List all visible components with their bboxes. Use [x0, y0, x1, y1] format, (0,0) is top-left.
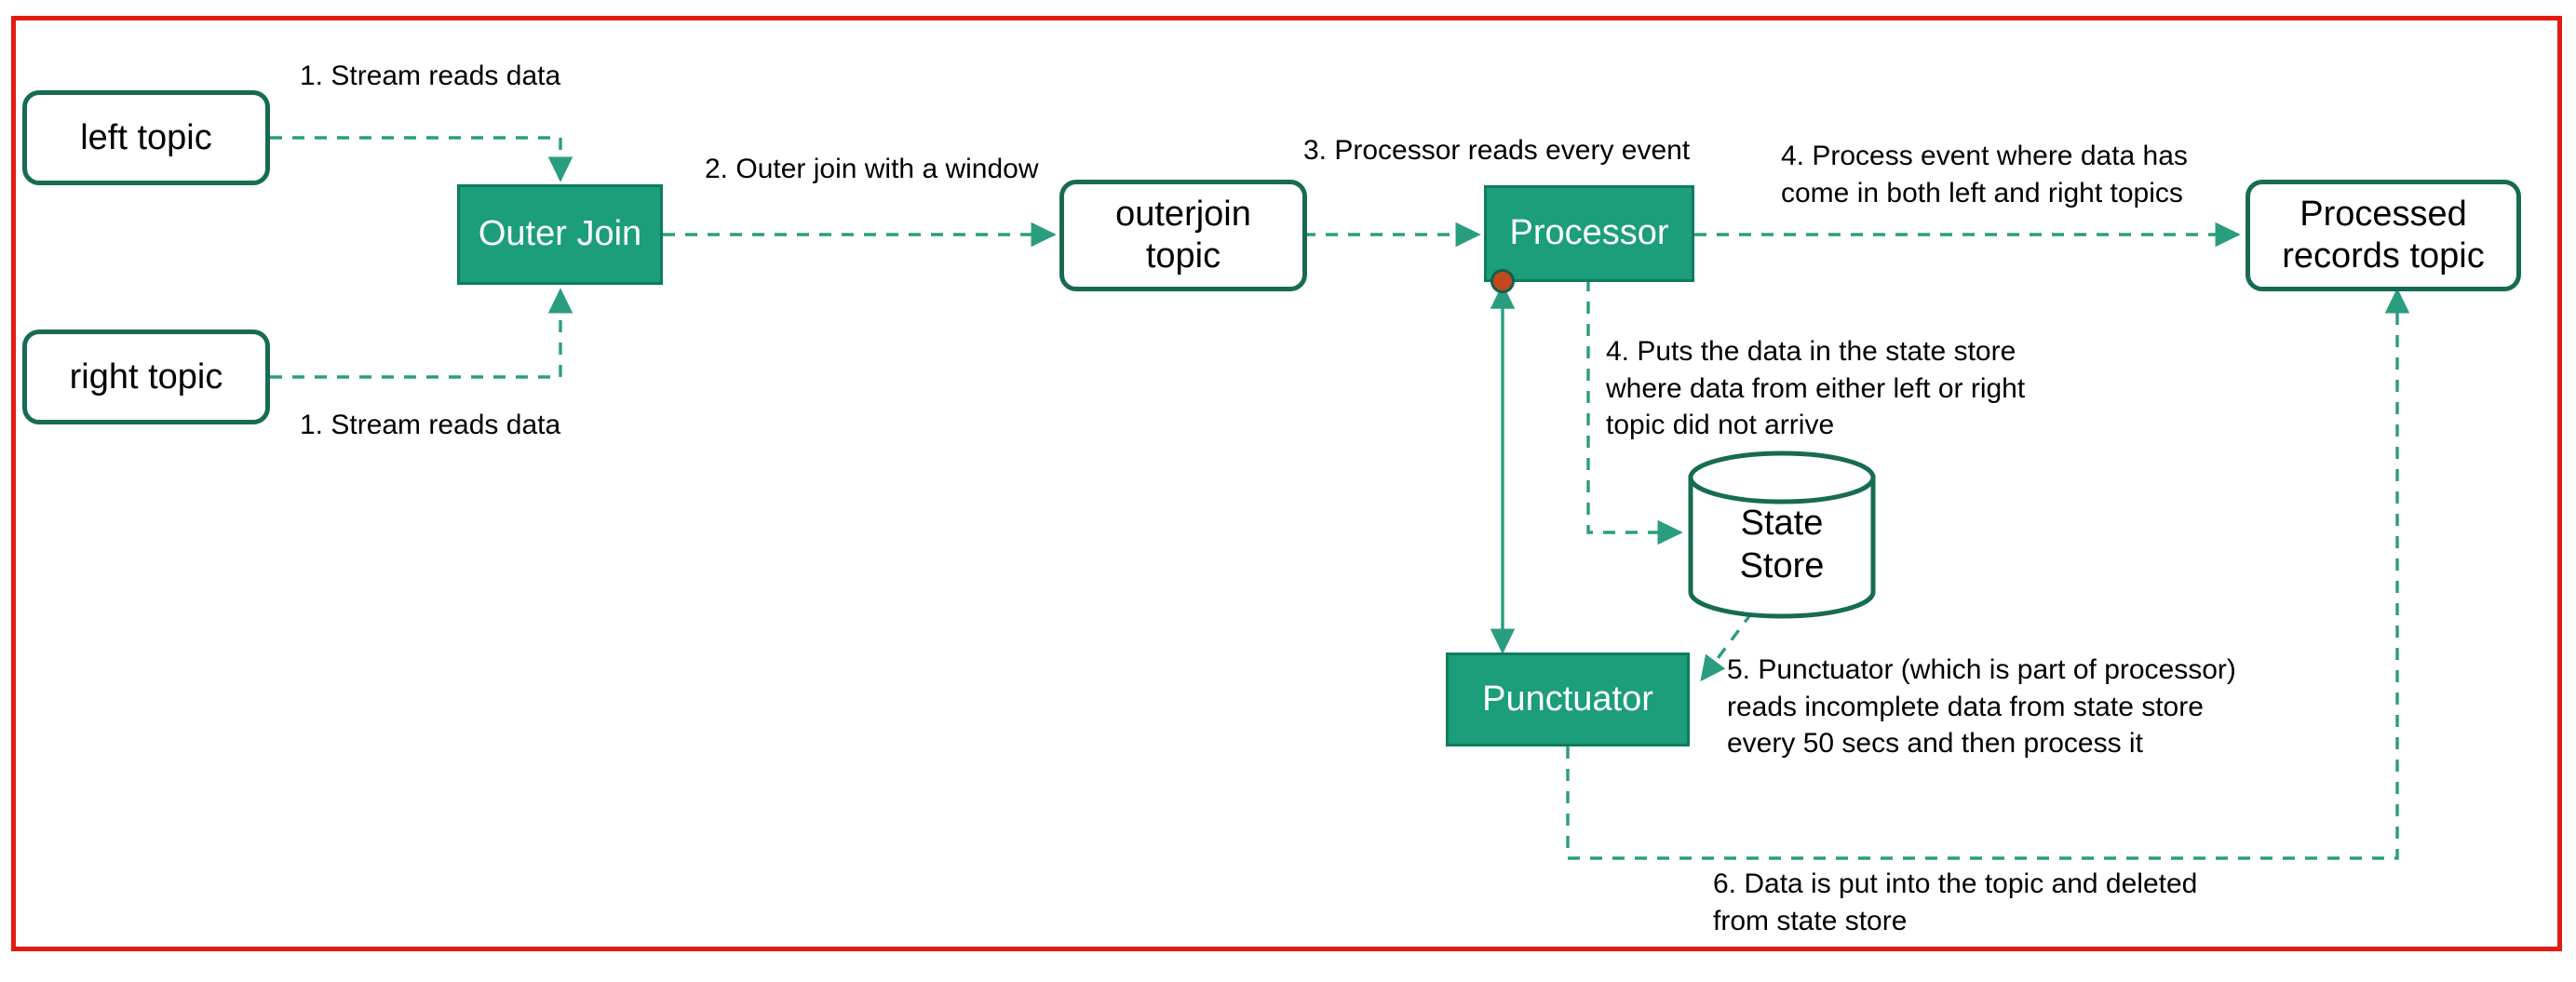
edge-processor-to-state-store [1586, 279, 1683, 545]
annotation-step5: 5. Punctuator (which is part of processo… [1727, 654, 2236, 760]
node-state-store[interactable]: State Store [1691, 453, 1873, 616]
edge-punctuator-to-processed-records-topic [1566, 288, 2410, 860]
annotation-step4-process: 4. Process event where data has come in … [1781, 141, 2188, 209]
edge-right-topic-to-outer-join [270, 288, 573, 379]
node-processed-records-topic[interactable]: Processed records topic [2246, 180, 2521, 291]
edge-left-topic-to-outer-join [270, 136, 573, 182]
state-store-cylinder-shape [1688, 451, 1876, 619]
node-right-topic[interactable]: right topic [22, 330, 270, 424]
node-outerjoin-topic[interactable]: outerjoin topic [1059, 180, 1307, 291]
node-outer-join[interactable]: Outer Join [457, 184, 663, 285]
state-store-label: State Store [1739, 503, 1825, 585]
edge-state-store-to-punctuator [1700, 611, 1754, 682]
processed-records-topic-label: Processed records topic [2282, 195, 2485, 276]
annotation-step2: 2. Outer join with a window [705, 154, 1039, 184]
processor-punctuator-connector-dot [1490, 269, 1515, 293]
annotation-step3: 3. Processor reads every event [1303, 135, 1691, 166]
left-topic-label: left topic [80, 117, 212, 157]
punctuator-label: Punctuator [1482, 679, 1653, 719]
node-processor[interactable]: Processor [1484, 185, 1694, 282]
outer-join-label: Outer Join [478, 214, 642, 254]
annotation-step6: 6. Data is put into the topic and delete… [1713, 868, 2198, 936]
node-left-topic[interactable]: left topic [22, 90, 270, 185]
annotation-step1-left: 1. Stream reads data [300, 61, 561, 91]
annotation-step4-state: 4. Puts the data in the state store wher… [1606, 336, 2026, 441]
processor-label: Processor [1509, 213, 1669, 253]
right-topic-label: right topic [69, 356, 223, 397]
outerjoin-topic-label: outerjoin topic [1115, 195, 1251, 276]
annotation-step1-right: 1. Stream reads data [300, 410, 561, 440]
node-punctuator[interactable]: Punctuator [1446, 652, 1690, 747]
